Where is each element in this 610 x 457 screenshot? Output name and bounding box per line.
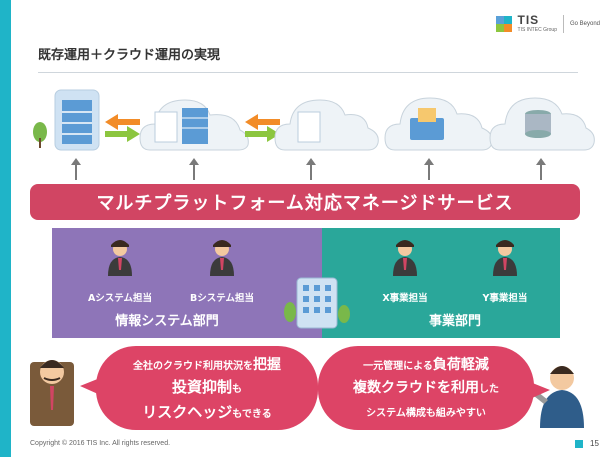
- left-bubble-line1-prefix: 全社のクラウド利用状況を: [133, 361, 253, 372]
- page-number: 15: [590, 439, 599, 448]
- managed-service-banner: マルチプラットフォーム対応マネージドサービス: [30, 184, 580, 220]
- right-bubble-line1: 一元管理による負荷軽減: [324, 354, 528, 374]
- right-bubble-line3: システム構成も組みやすい: [324, 404, 528, 419]
- left-bubble-line3: リスクヘッジもできる: [104, 401, 310, 422]
- role-a-system: Aシステム担当: [70, 290, 170, 304]
- on-premise-server-icon: [55, 90, 99, 150]
- role-b-system: Bシステム担当: [172, 290, 272, 304]
- infrastructure-diagram: [0, 0, 610, 180]
- up-arrow-icon: [193, 164, 195, 180]
- left-bubble-line2-emph: 投資抑制: [172, 378, 232, 396]
- bubble-tail: [530, 380, 550, 400]
- up-arrow-icon: [428, 164, 430, 180]
- up-arrow-icon: [540, 164, 542, 180]
- right-bubble-line2-emph: 複数クラウドを利用: [353, 380, 479, 396]
- banner-label: マルチプラットフォーム対応マネージドサービス: [96, 189, 513, 215]
- left-bubble-line2-suffix: も: [232, 384, 242, 395]
- left-bubble-line1: 全社のクラウド利用状況を把握: [104, 354, 310, 374]
- up-arrow-icon: [75, 164, 77, 180]
- left-bubble-line3-emph: リスクヘッジ: [142, 403, 232, 421]
- cloud-icon: [275, 100, 378, 150]
- right-bubble-line2-suffix: した: [479, 384, 499, 395]
- up-arrow-icon: [310, 164, 312, 180]
- manager-person-icon: [30, 360, 74, 426]
- left-bubble-line3-suffix: もできる: [232, 409, 271, 420]
- right-bubble-line1-emph: 負荷軽減: [433, 357, 489, 373]
- left-bubble-line2: 投資抑制も: [104, 376, 310, 397]
- cloud-icon: [490, 98, 594, 150]
- bubble-tail: [80, 376, 100, 396]
- cloud-icon: [385, 98, 492, 150]
- page-marker-icon: [575, 440, 583, 448]
- copyright-footer: Copyright © 2016 TIS Inc. All rights res…: [30, 440, 170, 447]
- role-y-business: Y事業担当: [455, 290, 555, 304]
- cloud-icon: [140, 100, 248, 150]
- it-department-name: 情報システム部門: [92, 310, 242, 329]
- left-bubble-line1-emph: 把握: [253, 357, 281, 373]
- right-bubble-line1-prefix: 一元管理による: [363, 361, 433, 372]
- right-bubble-line2: 複数クラウドを利用した: [324, 377, 528, 397]
- exchange-arrows-icon: [105, 114, 140, 142]
- role-x-business: X事業担当: [355, 290, 455, 304]
- business-department-name: 事業部門: [400, 310, 510, 329]
- tree-icon: [33, 122, 47, 148]
